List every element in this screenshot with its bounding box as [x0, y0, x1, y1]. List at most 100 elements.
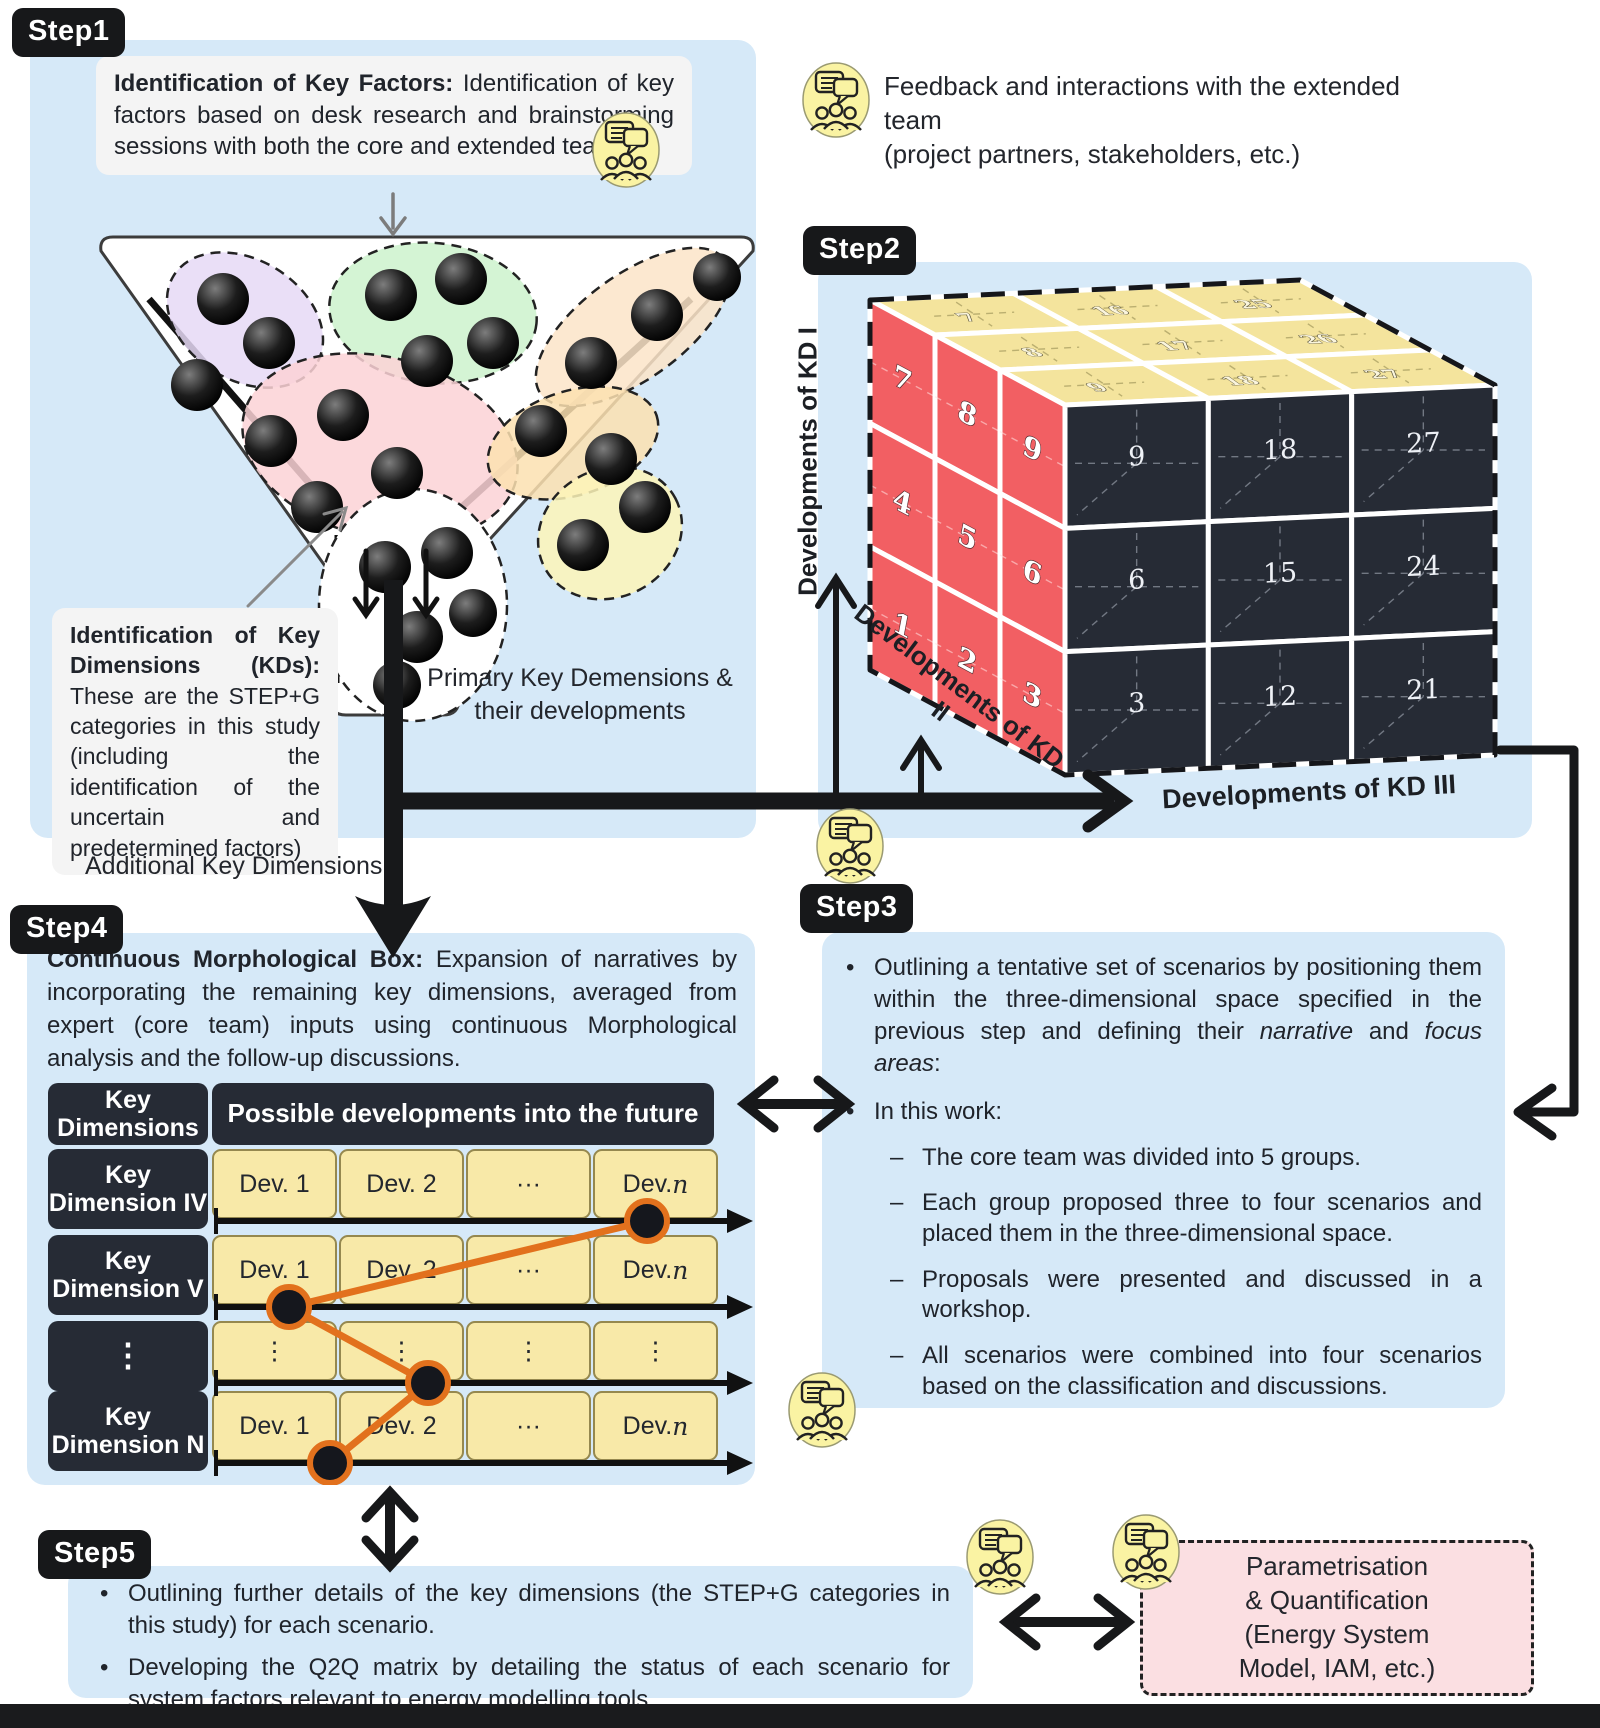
svg-text:8: 8	[957, 392, 976, 437]
additional-kd-label: Additional Key Dimensions	[85, 852, 383, 880]
feedback-icon-step2	[816, 808, 884, 884]
morph-header-col2: Possible developments into the future	[212, 1083, 714, 1145]
morph-row-label: ⋮	[48, 1321, 208, 1391]
morph-cell: ⋮	[466, 1321, 591, 1381]
factor-balls	[171, 253, 741, 709]
step3-bullet-2: • In this work:	[846, 1096, 1482, 1128]
morph-cell: Dev. 2	[339, 1149, 464, 1219]
feedback-icon-param	[1112, 1514, 1180, 1590]
legend-line-2: (project partners, stakeholders, etc.)	[884, 138, 1301, 169]
bullet-dot: •	[100, 1653, 109, 1681]
bullet-dot: •	[100, 1580, 109, 1607]
morph-cell: ···	[466, 1235, 591, 1305]
morph-cell: ⋮	[339, 1321, 464, 1381]
svg-text:6: 6	[1023, 551, 1042, 596]
step5-panel	[68, 1566, 973, 1698]
step5-label: Step5	[38, 1530, 152, 1579]
svg-text:21: 21	[1406, 674, 1440, 707]
morph-cell: ⋮	[593, 1321, 718, 1381]
morph-intro: Continuous Morphological Box: Expansion …	[47, 943, 737, 1075]
morph-cell: ···	[466, 1149, 591, 1219]
feedback-icon-step3	[788, 1372, 856, 1448]
svg-text:7: 7	[893, 357, 912, 402]
svg-text:9: 9	[1023, 427, 1042, 472]
step3-content: • Outlining a tentative set of scenarios…	[846, 952, 1482, 1403]
svg-text:4: 4	[893, 481, 911, 526]
primary-kd-label: Primary Key Demensions & their developme…	[427, 664, 733, 725]
step3-bullet1-narrative: narrative	[1259, 1017, 1354, 1045]
step3-panel	[822, 932, 1505, 1408]
step3-bullet1-text: Outlining a tentative set of scenarios b…	[874, 954, 1482, 1045]
svg-text:27: 27	[1406, 427, 1440, 460]
dash-marker: –	[890, 1265, 904, 1293]
step5-content: •Outlining further details of the key di…	[100, 1578, 950, 1716]
morph-intro-text: Expansion of narratives by incorporating…	[47, 946, 737, 1073]
dash-marker: –	[890, 1143, 904, 1171]
morph-cell: Dev. 1	[212, 1149, 337, 1219]
svg-text:6: 6	[1128, 564, 1145, 596]
step5-bullet: •Outlining further details of the key di…	[100, 1578, 950, 1642]
morph-cell: Dev. n	[593, 1235, 718, 1305]
step3-sub-bullet: –All scenarios were combined into four s…	[890, 1341, 1482, 1402]
morph-cell: ···	[466, 1391, 591, 1461]
key-factors-note: Identification of Key Factors: Identific…	[96, 56, 692, 176]
bullet-dot: •	[846, 954, 855, 981]
step3-label: Step3	[800, 884, 914, 933]
step3-bullet-1: • Outlining a tentative set of scenarios…	[846, 952, 1482, 1080]
step4-step5-double-arrow	[361, 1485, 419, 1573]
key-factors-text: Identification of key factors based on d…	[114, 70, 675, 161]
morph-cell: Dev. 2	[339, 1391, 464, 1461]
svg-text:12: 12	[1263, 681, 1297, 714]
step1-label: Step1	[12, 8, 126, 57]
morph-cell: Dev. 2	[339, 1235, 464, 1305]
svg-text:2: 2	[957, 638, 976, 683]
step3-bullet1-focus-areas: focus areas	[874, 1017, 1482, 1077]
step5-param-double-arrow	[998, 1593, 1136, 1651]
step3-sub-bullets: –The core team was divided into 5 groups…	[846, 1143, 1482, 1403]
bullet-dot: •	[846, 1097, 855, 1125]
step3-bullet1-colon: :	[934, 1049, 941, 1077]
feedback-icon-legend	[802, 62, 870, 138]
morph-cell: Dev. n	[593, 1391, 718, 1461]
key-factors-title: Identification of Key Factors:	[114, 70, 454, 97]
key-dimensions-title: Identification of Key Dimensions (KDs):	[70, 622, 320, 679]
svg-text:9: 9	[1128, 441, 1145, 473]
legend-line-1: Feedback and interactions with the exten…	[884, 71, 1401, 135]
morph-cell: Dev. n	[593, 1149, 718, 1219]
svg-text:15: 15	[1263, 557, 1297, 590]
param-line-4: Model, IAM, etc.)	[1238, 1652, 1436, 1683]
morph-cell: Dev. 1	[212, 1235, 337, 1305]
key-dimensions-note: Identification of Key Dimensions (KDs): …	[52, 608, 338, 875]
step3-sub-bullet: –Each group proposed three to four scena…	[890, 1188, 1482, 1249]
parametrisation-box: Parametrisation & Quantification (Energy…	[1140, 1540, 1534, 1696]
step3-sub-bullet: –Proposals were presented and discussed …	[890, 1265, 1482, 1326]
step3-bullet2-text: In this work:	[874, 1097, 1003, 1125]
svg-text:18: 18	[1263, 434, 1297, 467]
feedback-icon	[592, 112, 660, 188]
param-line-1: Parametrisation	[1245, 1551, 1429, 1582]
step3-sub-bullet: –The core team was divided into 5 groups…	[890, 1143, 1482, 1174]
step3-bullet1-mid: and	[1353, 1017, 1425, 1045]
svg-text:1: 1	[893, 604, 911, 649]
svg-text:3: 3	[1128, 688, 1145, 720]
param-line-3: (Energy System	[1244, 1619, 1430, 1649]
axis-kd1-label: Developments of KD I	[792, 327, 823, 596]
key-dimensions-text: These are the STEP+G categories in this …	[70, 682, 320, 861]
dash-marker: –	[890, 1189, 904, 1217]
param-line-2: & Quantification	[1245, 1585, 1429, 1616]
dash-marker: –	[890, 1342, 904, 1370]
stem-arrows	[352, 548, 440, 620]
legend-text: Feedback and interactions with the exten…	[884, 70, 1404, 171]
morph-cell: ⋮	[212, 1321, 337, 1381]
svg-text:5: 5	[958, 516, 976, 561]
step2-label: Step2	[803, 226, 917, 275]
step4-panel: Continuous Morphological Box: Expansion …	[27, 933, 755, 1485]
feedback-icon-step5	[966, 1519, 1034, 1595]
svg-text:24: 24	[1406, 551, 1440, 584]
bottom-rule	[0, 1704, 1600, 1728]
